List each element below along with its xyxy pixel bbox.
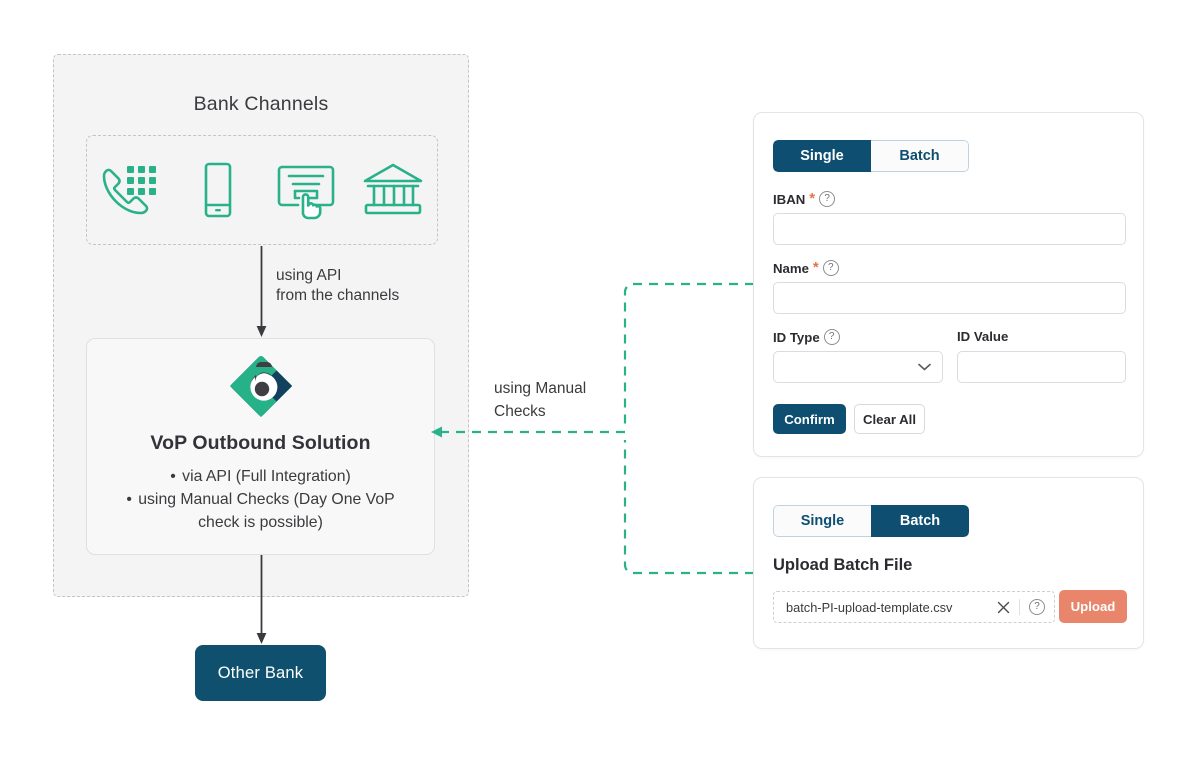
single-card-mode-toggle[interactable]: Single Batch [773,140,969,172]
id-type-select[interactable] [773,351,943,383]
id-type-label: ID Type ? [773,329,840,345]
name-required-marker: * [812,259,819,276]
tab-single[interactable]: Single [773,140,871,172]
iban-required-marker: * [809,190,816,207]
vop-bullet-0: • via API (Full Integration) [170,468,351,485]
manual-checks-label-line2: Checks [494,403,546,420]
name-input[interactable] [773,282,1126,314]
id-value-input[interactable] [957,351,1126,383]
close-x-icon[interactable] [997,601,1010,614]
upload-batch-file-title: Upload Batch File [773,556,913,574]
name-label: Name * ? [773,260,839,276]
confirm-button[interactable]: Confirm [773,404,846,434]
manual-checks-label-line1: using Manual [494,380,587,397]
tab-batch-batchcard[interactable]: Batch [871,505,969,537]
file-zone-divider [1019,599,1020,615]
vop-card-title: VoP Outbound Solution [150,432,371,454]
batch-upload-card: Single Batch Upload Batch File batch-PI-… [753,477,1144,649]
api-flow-arrow [256,246,267,337]
api-flow-label: using API from the channels [276,266,399,305]
iban-help-icon[interactable]: ? [819,191,836,207]
clear-all-button[interactable]: Clear All [854,404,925,434]
manual-checks-connector [431,282,770,575]
tab-single-batchcard[interactable]: Single [773,505,871,537]
batch-file-help-icon[interactable]: ? [1029,599,1045,615]
upload-button[interactable]: Upload [1059,590,1127,623]
online-banking-click-icon [277,165,335,220]
phone-keypad-icon [102,166,156,215]
name-help-icon[interactable]: ? [822,260,839,276]
vop-bullet-2: check is possible) [198,514,323,531]
batch-file-dropzone[interactable]: batch-PI-upload-template.csv ? [773,591,1055,623]
vop-brand-logo [229,356,292,417]
mobile-phone-icon [204,162,232,218]
other-bank-label: Other Bank [217,663,304,682]
vop-outbound-solution-card: VoP Outbound Solution • via API (Full In… [86,338,435,555]
bank-channels-title: Bank Channels [193,93,329,115]
vop-card-bullets: • via API (Full Integration) • using Man… [101,465,420,534]
other-bank-flow-arrow [256,555,267,644]
iban-input[interactable] [773,213,1126,245]
batch-file-name: batch-PI-upload-template.csv [786,599,953,615]
iban-label: IBAN * ? [773,190,836,207]
other-bank-node: Other Bank [195,645,326,701]
api-flow-label-line1: using API [276,267,342,284]
bank-building-icon [363,163,423,215]
channels-icon-row [86,135,438,245]
id-value-label: ID Value [957,329,1009,344]
single-check-card: Single Batch IBAN * ? Name * ? ID Type ? [753,112,1144,457]
chevron-down-icon [918,363,931,371]
batch-card-mode-toggle[interactable]: Single Batch [773,505,969,537]
id-type-help-icon[interactable]: ? [823,329,840,345]
api-flow-label-line2: from the channels [276,286,400,304]
vop-bullet-1: • using Manual Checks (Day One VoP [126,491,395,508]
tab-batch[interactable]: Batch [871,140,969,172]
